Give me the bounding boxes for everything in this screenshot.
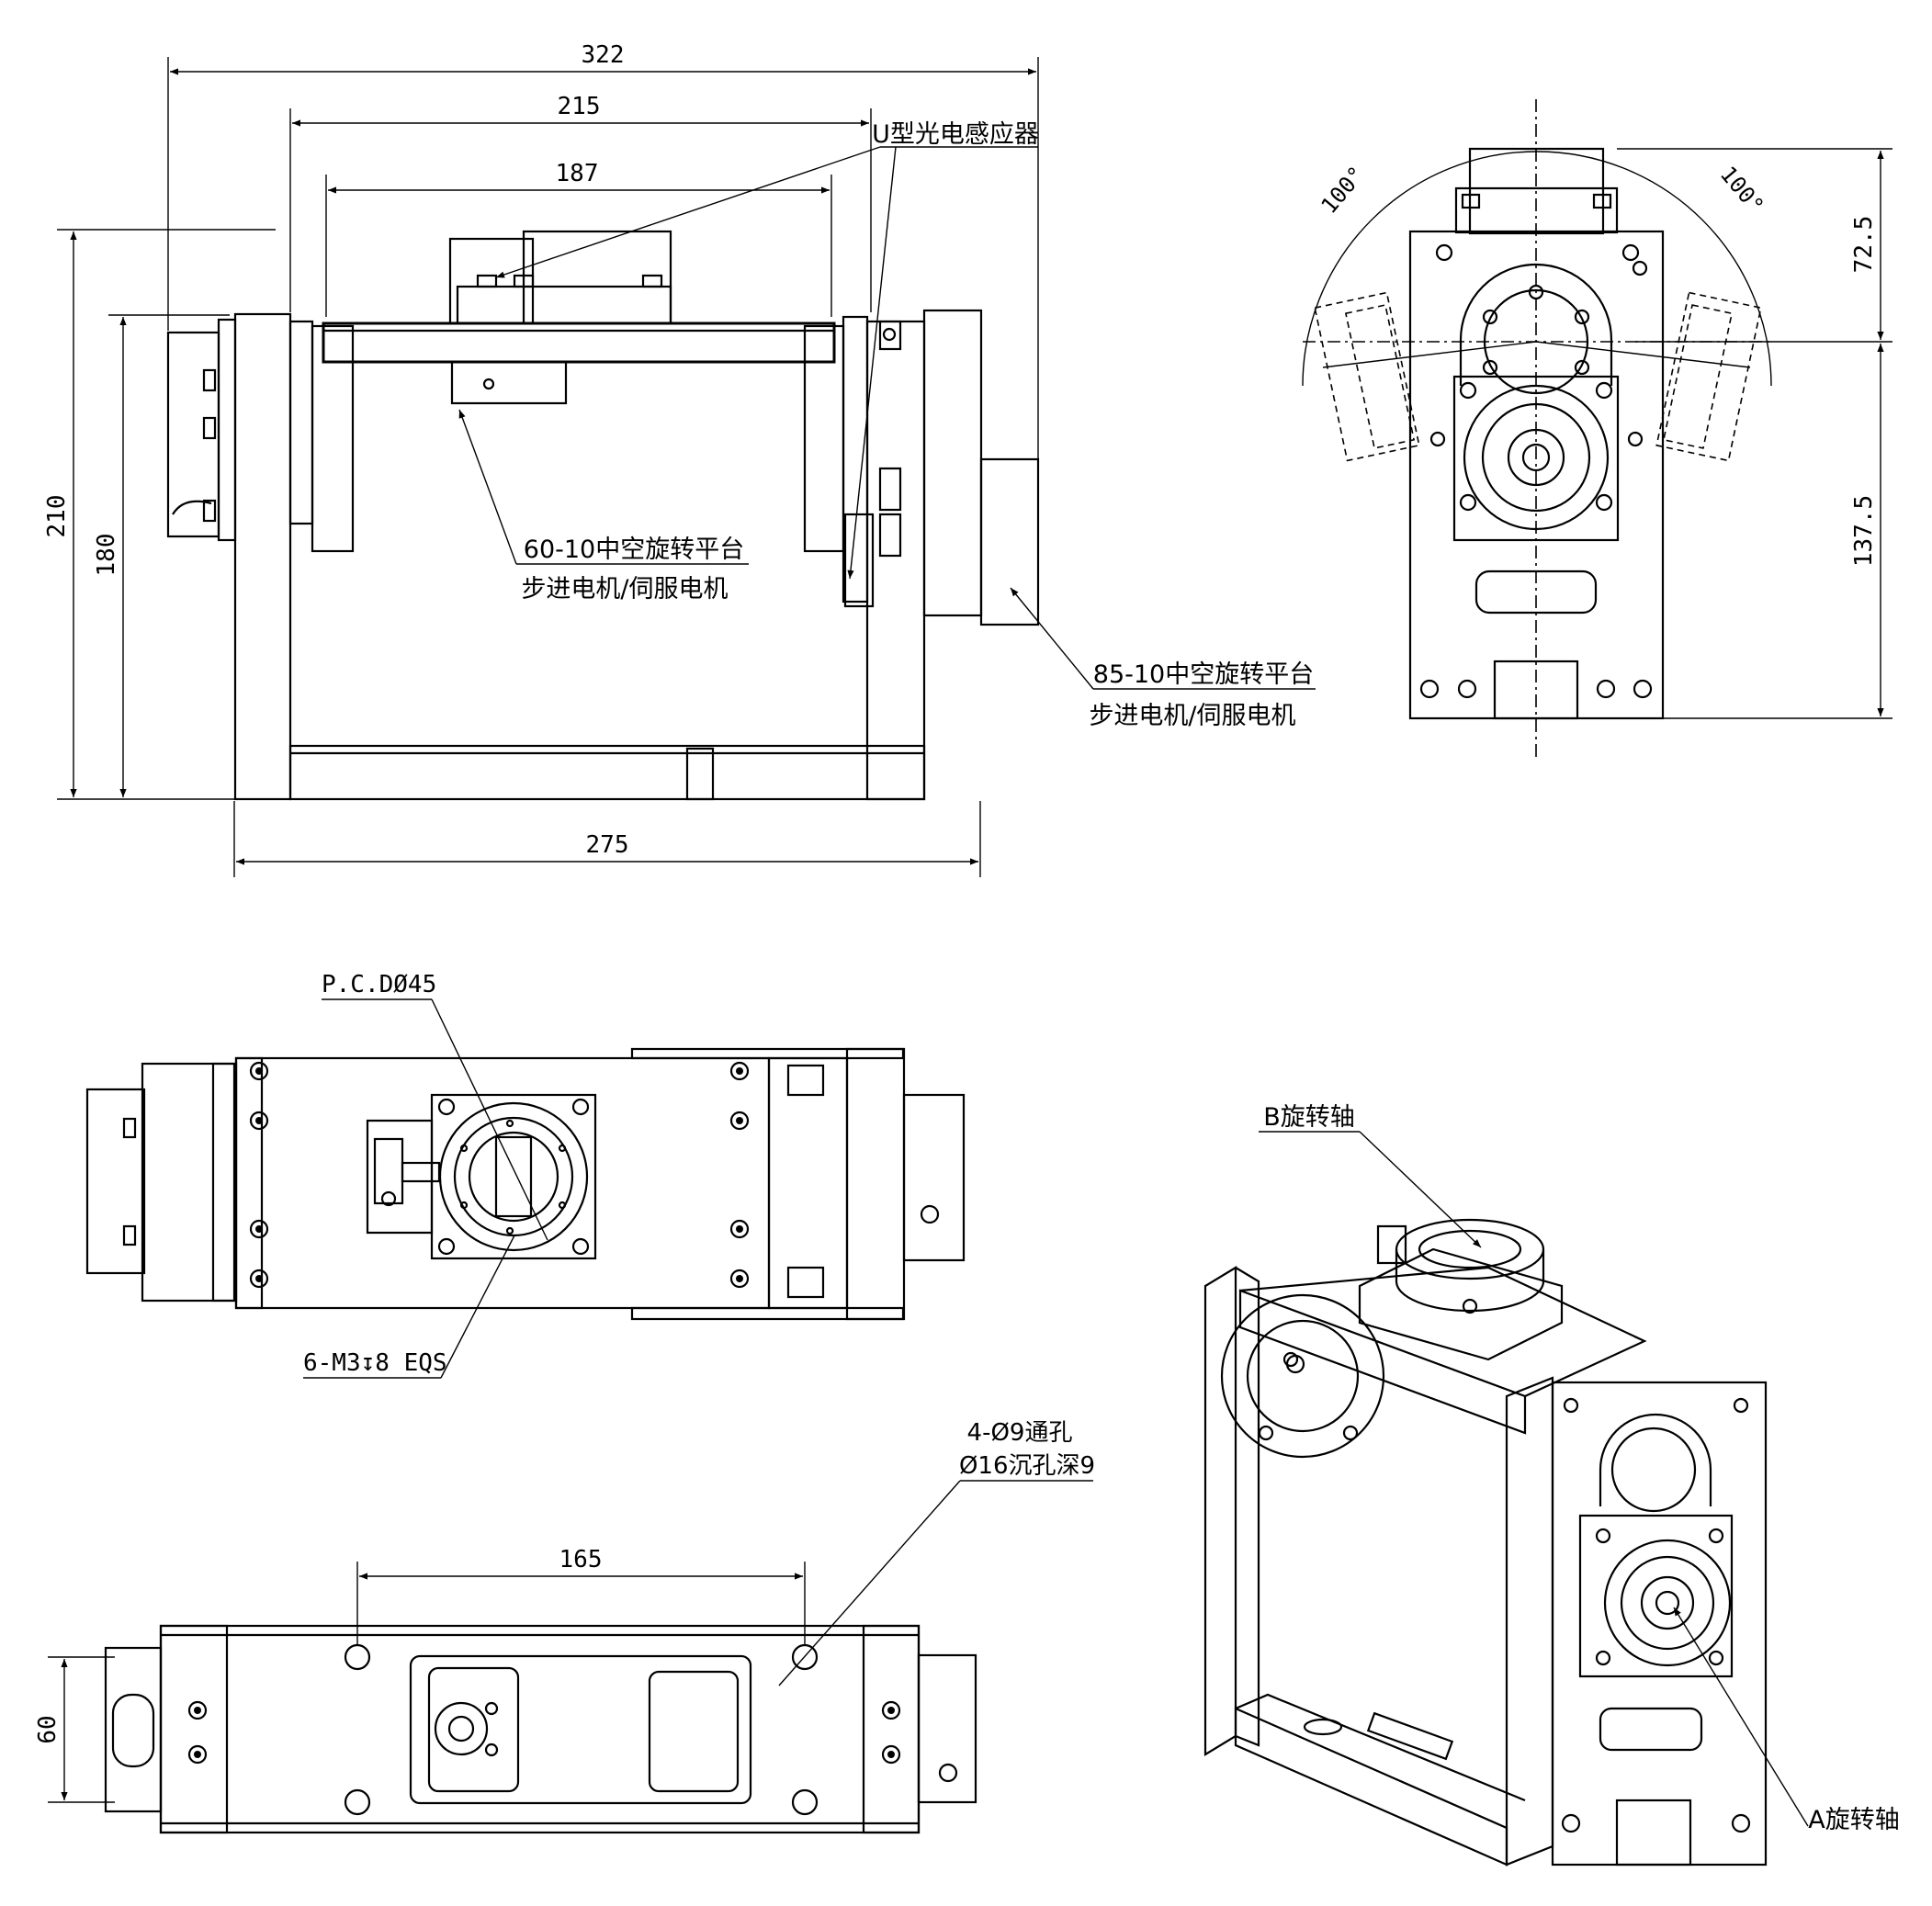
platform85-leader: 85-10中空旋转平台 步进电机/伺服电机 bbox=[1010, 587, 1316, 730]
hole-label-1: 4-Ø9通孔 bbox=[967, 1419, 1073, 1447]
dim-322-label: 322 bbox=[582, 41, 625, 69]
dim-72-5: 72.5 bbox=[1617, 148, 1892, 343]
sensor-leader: U型光电感应器 bbox=[495, 120, 1039, 580]
pcd-leader: P.C.DØ45 bbox=[322, 971, 548, 1241]
platform85-label-1: 85-10中空旋转平台 bbox=[1093, 660, 1314, 689]
dim-180: 180 bbox=[93, 314, 230, 797]
dim-215-label: 215 bbox=[558, 93, 601, 120]
dim-165-label: 165 bbox=[559, 1546, 603, 1573]
dim-215: 215 bbox=[289, 93, 872, 312]
dim-187-label: 187 bbox=[556, 160, 599, 187]
dim-60: 60 bbox=[34, 1656, 115, 1803]
pcd-label: P.C.DØ45 bbox=[322, 971, 436, 998]
dim-210-label: 210 bbox=[43, 495, 71, 538]
isometric-view: B旋转轴 A旋转轴 bbox=[1203, 1103, 1900, 1867]
dim-60-label: 60 bbox=[34, 1715, 62, 1743]
platform60-label-2: 步进电机/伺服电机 bbox=[521, 575, 728, 603]
dim-137-5: 137.5 bbox=[1663, 344, 1892, 719]
dim-322: 322 bbox=[167, 41, 1039, 459]
hole-leader: 4-Ø9通孔 Ø16沉孔深9 bbox=[778, 1419, 1095, 1686]
a-axis-label: A旋转轴 bbox=[1808, 1806, 1899, 1834]
platform85-label-2: 步进电机/伺服电机 bbox=[1089, 702, 1295, 730]
m3-leader: 6-M3↧8 EQS bbox=[303, 1235, 515, 1379]
angle-left-label: 100° bbox=[1316, 162, 1371, 219]
sensor-label: U型光电感应器 bbox=[872, 120, 1039, 149]
front-view-body bbox=[166, 230, 1040, 801]
dim-137-5-label: 137.5 bbox=[1850, 495, 1878, 567]
a-axis-leader: A旋转轴 bbox=[1673, 1607, 1900, 1834]
hole-label-2: Ø16沉孔深9 bbox=[959, 1452, 1095, 1480]
platform60-label-1: 60-10中空旋转平台 bbox=[524, 536, 744, 564]
platform60-leader: 60-10中空旋转平台 步进电机/伺服电机 bbox=[458, 409, 749, 603]
b-axis-label: B旋转轴 bbox=[1263, 1103, 1355, 1132]
bottom-view: 165 60 bbox=[34, 1419, 1095, 1834]
dim-165: 165 bbox=[356, 1546, 806, 1644]
dim-180-label: 180 bbox=[93, 534, 120, 577]
b-axis-leader: B旋转轴 bbox=[1259, 1103, 1482, 1248]
dim-275-label: 275 bbox=[586, 831, 629, 859]
dim-187: 187 bbox=[325, 160, 832, 317]
angle-right-label: 100° bbox=[1715, 162, 1769, 219]
side-view: 100° 100° bbox=[1302, 99, 1892, 758]
m3-label: 6-M3↧8 EQS bbox=[303, 1349, 447, 1377]
dim-72-5-label: 72.5 bbox=[1850, 216, 1878, 274]
top-view: P.C.DØ45 6-M3↧8 EQS bbox=[85, 971, 966, 1379]
dim-210: 210 bbox=[43, 229, 276, 800]
front-view: 322 215 187 210 180 bbox=[43, 41, 1316, 877]
dim-275: 275 bbox=[233, 801, 981, 877]
